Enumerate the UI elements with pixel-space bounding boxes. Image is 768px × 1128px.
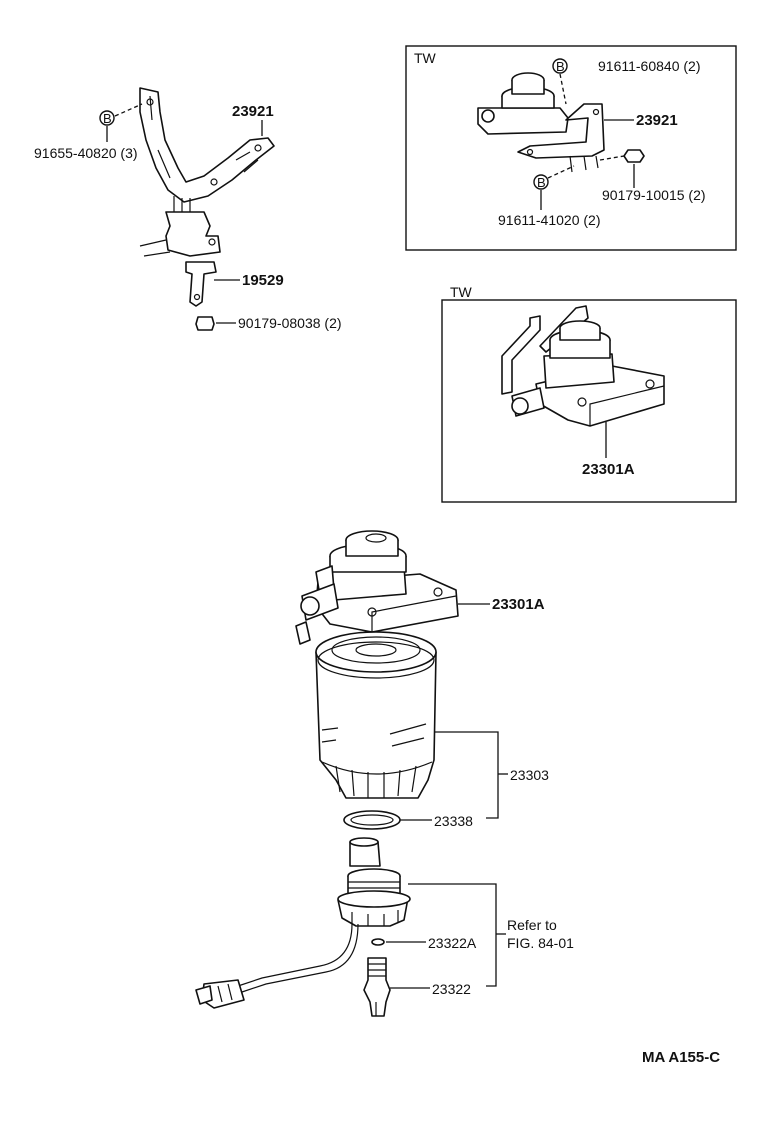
bracket-23921-left: [139, 87, 275, 203]
callout-91611-60840: 91611-60840 (2): [598, 58, 700, 74]
bolt-marker-tw-top: B: [552, 58, 568, 74]
inset-box-tw-bracket: [405, 45, 737, 251]
inset-label-tw-filter-head: TW: [450, 284, 473, 300]
callout-23301A: 23301A: [492, 596, 545, 613]
gasket-23338: [343, 810, 432, 830]
inset-box-tw-filter-head: [441, 299, 737, 503]
bracket-support-19529: [185, 261, 217, 307]
callout-23303: 23303: [510, 767, 549, 783]
callout-23301A-tw: 23301A: [582, 461, 635, 478]
callout-23921-tw: 23921: [636, 112, 678, 129]
filter-head-23301A: [295, 530, 490, 645]
svg-text:B: B: [103, 111, 112, 126]
refer-to-line1: Refer to: [507, 917, 557, 933]
callout-23322A: 23322A: [428, 935, 477, 951]
bracket-assembly-left: B: [99, 87, 275, 331]
callout-19529: 19529: [242, 272, 284, 289]
callout-23338: 23338: [434, 813, 473, 829]
water-sensor-assembly: [195, 837, 506, 1017]
svg-text:B: B: [556, 59, 565, 74]
mount-block: [165, 211, 221, 257]
nut-90179-08038: [195, 316, 215, 331]
bolt-marker-left: B: [99, 110, 115, 126]
tw-bracket-assembly: B B: [477, 58, 645, 210]
figure-code: MA A155-C: [642, 1049, 720, 1066]
inset-label-tw-bracket: TW: [414, 50, 437, 66]
callout-23322: 23322: [432, 981, 471, 997]
bracket-23921-tw: [517, 103, 605, 159]
callout-23921-left: 23921: [232, 103, 274, 120]
svg-text:B: B: [537, 175, 546, 190]
filter-element-23303: [315, 631, 508, 819]
callout-91611-41020: 91611-41020 (2): [498, 212, 600, 228]
callout-90179-10015: 90179-10015 (2): [602, 187, 706, 203]
tw-filter-head: [501, 305, 665, 458]
nut-90179-10015: [623, 149, 645, 163]
callout-91655-40820: 91655-40820 (3): [34, 145, 138, 161]
bolt-marker-tw-bottom: B: [533, 174, 549, 190]
callout-90179-08038: 90179-08038 (2): [238, 315, 342, 331]
refer-to-line2: FIG. 84-01: [507, 935, 574, 951]
